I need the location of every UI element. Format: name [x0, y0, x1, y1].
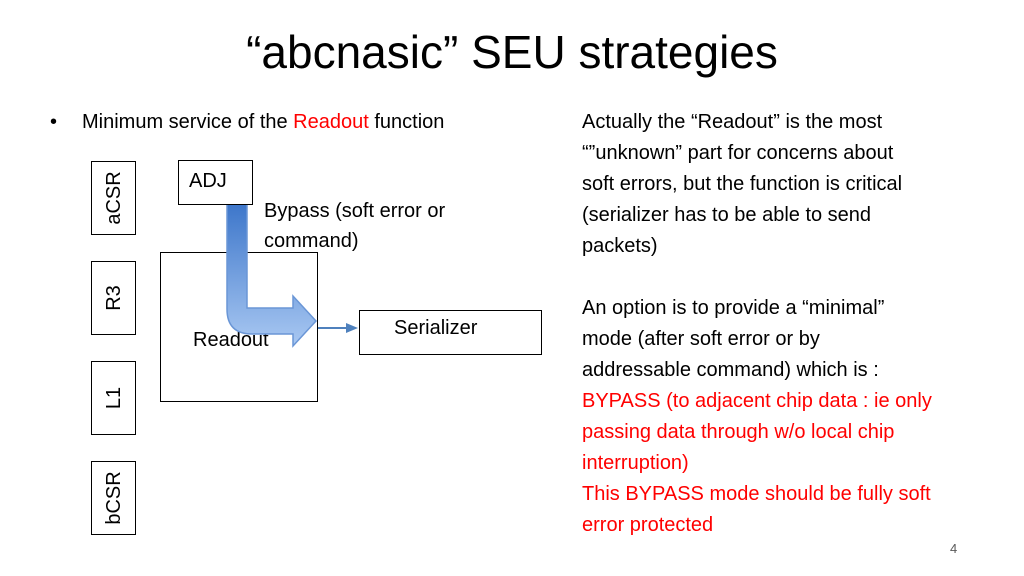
note-line: (serializer has to be able to send — [582, 204, 872, 226]
slide-title: “abcnasic” SEU strategies — [246, 26, 778, 78]
bullet-marker: • — [50, 111, 58, 133]
bullet-text-before: Minimum service of the — [82, 111, 294, 133]
bypass-arrow — [226, 199, 318, 348]
note-line: packets) — [582, 235, 658, 257]
note-line-red: interruption) — [582, 452, 689, 474]
block-acsr: aCSR — [91, 161, 136, 235]
note-line-red: This BYPASS mode should be fully soft — [582, 483, 931, 505]
bullet-text: Minimum service of the Readout function — [82, 109, 444, 135]
note-line: An option is to provide a “minimal” — [582, 297, 885, 319]
adj-block: ADJ — [178, 160, 253, 205]
serializer-label: Serializer — [394, 317, 478, 339]
notes-text: Actually the “Readout” is the most “”unk… — [582, 107, 1002, 541]
block-bcsr: bCSR — [91, 461, 136, 535]
bullet-text-after: function — [368, 111, 445, 133]
paragraph-gap — [582, 262, 1002, 293]
block-l1: L1 — [91, 361, 136, 435]
serializer-block: Serializer — [359, 310, 542, 355]
note-line-red: BYPASS (to adjacent chip data : ie only — [582, 390, 932, 412]
note-line: “”unknown” part for concerns about — [582, 142, 894, 164]
note-line: addressable command) which is : — [582, 359, 879, 381]
adj-label: ADJ — [189, 170, 227, 192]
bypass-label-line2: command) — [264, 230, 359, 252]
note-line-red: error protected — [582, 514, 714, 536]
note-line: Actually the “Readout” is the most — [582, 111, 883, 133]
note-line: mode (after soft error or by — [582, 328, 820, 350]
note-line-red: passing data through w/o local chip — [582, 421, 895, 443]
note-line: soft errors, but the function is critica… — [582, 173, 903, 195]
bullet-highlight-readout: Readout — [293, 111, 369, 133]
block-r3: R3 — [91, 261, 136, 335]
bypass-label-line1: Bypass (soft error or — [264, 200, 446, 222]
page-number: 4 — [950, 541, 958, 556]
connector-arrowhead — [346, 323, 358, 333]
